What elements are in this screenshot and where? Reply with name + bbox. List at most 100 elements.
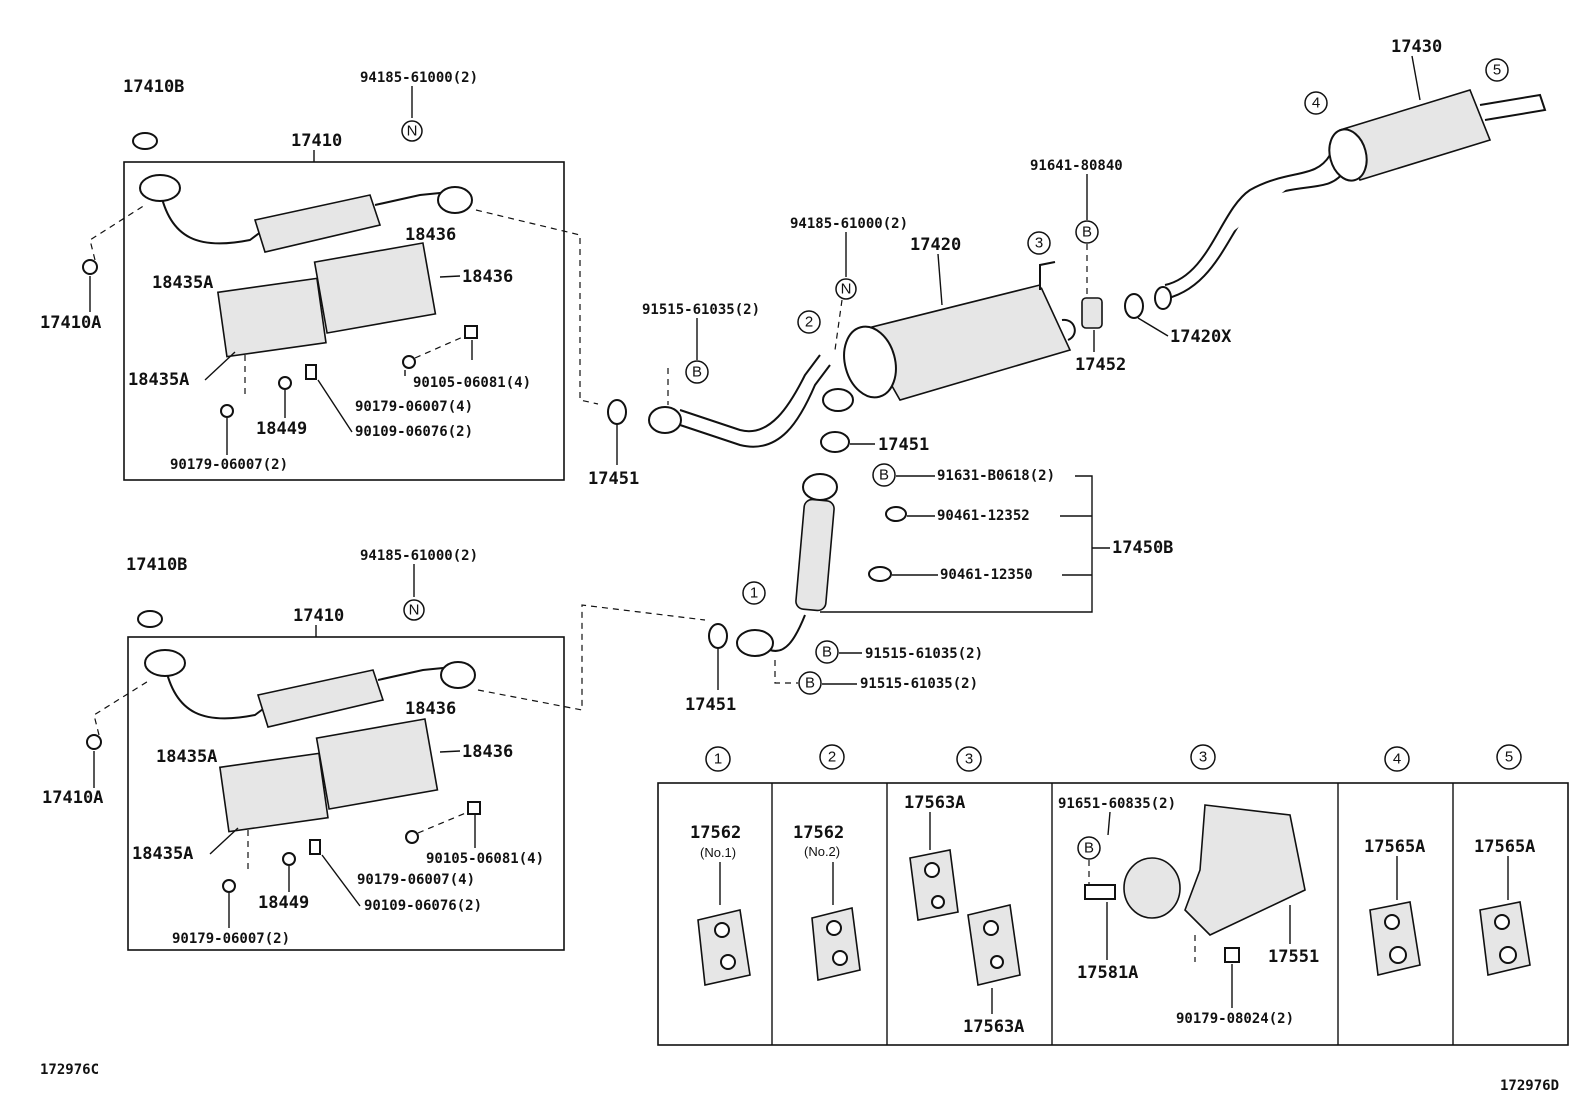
label-90109-06076-lower: 90109-06076(2)	[364, 898, 482, 914]
label-91515-61035-a: 91515-61035(2)	[642, 302, 760, 318]
marker-circle-1	[742, 581, 766, 605]
label-17410-lower: 17410	[293, 606, 344, 626]
clamp-17452	[1081, 297, 1103, 329]
svg-text:2: 2	[805, 314, 813, 331]
svg-text:4: 4	[1393, 751, 1401, 768]
svg-text:3: 3	[1035, 235, 1043, 252]
front-pipe-body-lower	[256, 669, 385, 728]
svg-text:4: 4	[1312, 95, 1320, 112]
label-91515-61035-c: 91515-61035(2)	[860, 676, 978, 692]
main-muffler-assembly: 17420 3 17451 91641-80840 B 17452 17420X	[820, 158, 1232, 455]
upper-manifold-assembly: 17410B 17410 94185-61000(2) N 18436 1843…	[40, 70, 599, 481]
header-circle-1	[705, 746, 731, 772]
svg-text:5: 5	[1493, 62, 1501, 79]
svg-text:B: B	[805, 675, 815, 692]
header-circle-5	[1496, 744, 1522, 770]
label-17562-no1: 17562	[690, 823, 741, 843]
marker-n	[401, 120, 423, 142]
hanger-table-frame	[657, 782, 1569, 1046]
label-17430: 17430	[1391, 37, 1442, 57]
header-circle-3a	[956, 746, 982, 772]
nut-18449	[278, 376, 292, 390]
gasket-17420x	[1124, 293, 1144, 319]
label-17565a-5: 17565A	[1474, 837, 1535, 857]
marker-circle-2	[797, 310, 821, 334]
label-17551: 17551	[1268, 947, 1319, 967]
label-90461-12350: 90461-12350	[940, 567, 1033, 583]
svg-text:3: 3	[965, 751, 973, 768]
hanger-17581a	[1123, 857, 1181, 919]
hanger-detail-table: 1 2 3 3 4 5 17562 (No.1) 17562 (No.2) 17…	[657, 744, 1569, 1046]
svg-text:N: N	[407, 123, 418, 140]
flex-pipe-flange-top	[802, 473, 838, 501]
spring-90461-12350	[868, 566, 892, 582]
flex-pipe-17450b	[795, 498, 835, 612]
marker-b-a	[685, 360, 709, 384]
label-90105-06081: 90105-06081(4)	[413, 375, 531, 391]
label-18449-lower: 18449	[258, 893, 309, 913]
marker-b-91651	[1077, 836, 1101, 860]
label-90179-08024: 90179-08024(2)	[1176, 1011, 1294, 1027]
hanger-17565a-5	[1479, 901, 1531, 976]
svg-text:N: N	[409, 602, 420, 619]
tail-muffler-assembly: 17430 4 5	[1154, 37, 1547, 310]
marker-b-91515-b	[798, 671, 822, 695]
lower-manifold-assembly: 17410B 17410 94185-61000(2) N 18436 1843…	[42, 548, 706, 951]
label-17410b: 17410B	[123, 77, 184, 97]
center-pipe-section: 17451 91515-61035(2) B 2 94185-61000(2) …	[588, 216, 908, 489]
label-18449: 18449	[256, 419, 307, 439]
gasket-17451-c	[708, 623, 728, 649]
heat-insulator-17551	[1184, 804, 1306, 936]
label-91515-61035-b: 91515-61035(2)	[865, 646, 983, 662]
svg-text:3: 3	[1199, 749, 1207, 766]
gasket-17410b-lower	[137, 610, 163, 628]
hanger-17562-no2	[811, 907, 861, 981]
label-17451-b: 17451	[878, 435, 929, 455]
label-18435a-lower-b: 18435A	[132, 844, 193, 864]
gasket-17451-a	[607, 399, 627, 425]
figure-id-c: 172976C	[40, 1062, 99, 1078]
svg-text:B: B	[1084, 840, 1094, 857]
label-94185-61000-lower: 94185-61000(2)	[360, 548, 478, 564]
label-90179-06007-2: 90179-06007(2)	[170, 457, 288, 473]
svg-text:B: B	[1082, 224, 1092, 241]
label-17450b: 17450B	[1112, 538, 1173, 558]
label-18435a-b: 18435A	[128, 370, 189, 390]
inlet-flange	[139, 174, 181, 202]
header-circle-3b	[1190, 744, 1216, 770]
label-18435a-lower-a: 18435A	[156, 747, 217, 767]
bolt-90179-4	[305, 364, 317, 380]
marker-b-91631	[872, 463, 896, 487]
front-pipe-body	[253, 194, 382, 253]
marker-n-center	[835, 278, 857, 300]
marker-n-lower	[403, 599, 425, 621]
upper-assembly-frame	[123, 161, 565, 481]
svg-text:B: B	[692, 364, 702, 381]
flex-pipe-assembly: 1 17451 B 91631-B0618(2) 90461-12352 904…	[685, 463, 1173, 715]
label-17410b-lower: 17410B	[126, 555, 187, 575]
tail-tip	[1479, 93, 1547, 121]
spring-90461-12352	[885, 506, 907, 522]
label-90461-12352: 90461-12352	[937, 508, 1030, 524]
label-17562-no2: 17562	[793, 823, 844, 843]
svg-text:1: 1	[714, 751, 722, 768]
label-17563a-top: 17563A	[904, 793, 965, 813]
svg-text:N: N	[841, 281, 852, 298]
label-17452: 17452	[1075, 355, 1126, 375]
header-circle-4	[1384, 746, 1410, 772]
bolt-90105	[464, 325, 478, 339]
label-no2: (No.2)	[804, 844, 840, 859]
label-17410a-lower: 17410A	[42, 788, 103, 808]
label-91651-60835: 91651-60835(2)	[1058, 796, 1176, 812]
front-pipe-inlet	[159, 189, 271, 245]
bolt-90179-08024	[1224, 947, 1240, 963]
label-17451-c: 17451	[685, 695, 736, 715]
label-18436-a: 18436	[405, 225, 456, 245]
label-90179-06007-4: 90179-06007(4)	[355, 399, 473, 415]
marker-circle-4-top	[1304, 91, 1328, 115]
figure-id-d: 172976D	[1500, 1078, 1559, 1094]
label-94185-61000-center: 94185-61000(2)	[790, 216, 908, 232]
svg-text:1: 1	[750, 585, 758, 602]
hanger-17563a-a	[909, 849, 959, 921]
